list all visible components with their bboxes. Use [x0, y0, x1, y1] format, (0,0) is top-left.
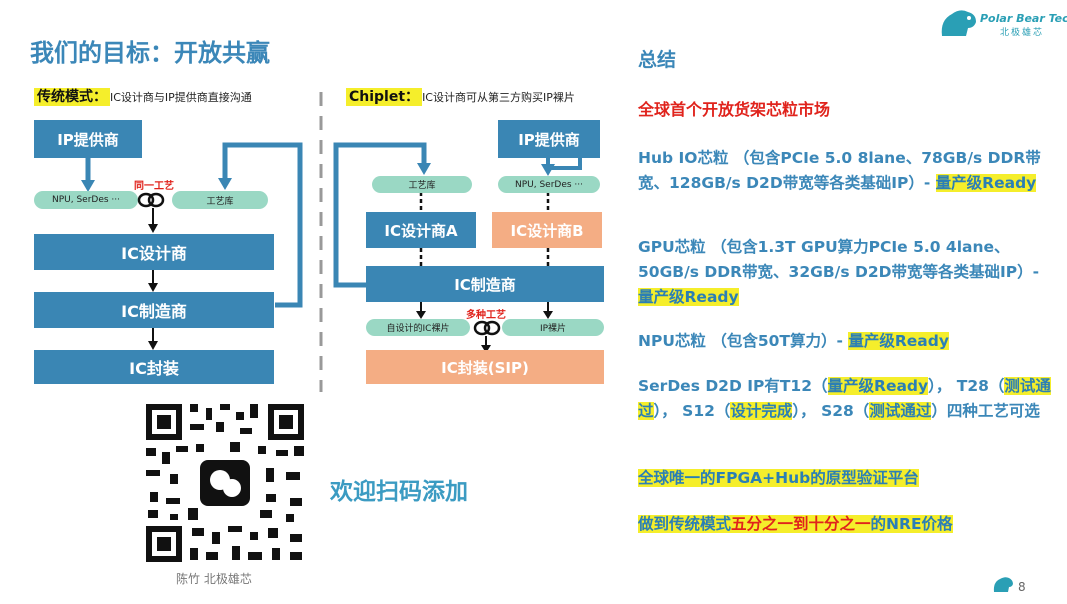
section-divider [319, 92, 323, 392]
qr-caption: 陈竹 北极雄芯 [176, 572, 252, 586]
nre-item: 做到传统模式五分之一到十分之一的NRE价格 [638, 515, 953, 533]
self-designed-die-pill: 自设计的IC裸片 [366, 319, 470, 336]
traditional-flow-arrows [81, 142, 303, 350]
ic-designer-a-box: IC设计商A [366, 212, 476, 248]
logo-text: Polar Bear Tech [980, 12, 1067, 25]
ic-manufacturer-box: IC制造商 [34, 292, 274, 328]
ic-designer-b-box: IC设计商B [492, 212, 602, 248]
gpu-item: GPU芯粒 （包含1.3T GPU算力PCIe 5.0 4lane、50GB/s… [638, 238, 1040, 306]
same-process-note: 同一工艺 [134, 181, 174, 192]
link-icon [137, 192, 165, 208]
qr-code[interactable] [140, 398, 310, 568]
summary-heading: 总结 [638, 49, 677, 71]
scan-welcome-text: 欢迎扫码添加 [330, 479, 468, 505]
chiplet-ip-pill: NPU, SerDes ··· [498, 176, 600, 193]
chiplet-ip-provider-box: IP提供商 [498, 120, 600, 158]
hub-io-item: Hub IO芯粒 （包含PCIe 5.0 8lane、78GB/s DDR带宽、… [638, 149, 1041, 192]
page-number: 8 [1018, 580, 1026, 594]
npu-item: NPU芯粒 （包含50T算力）- 量产级Ready [638, 332, 949, 350]
multiple-process-note: 多种工艺 [466, 310, 506, 321]
ic-packaging-box: IC封装 [34, 350, 274, 384]
polar-bear-logo-icon [938, 6, 978, 44]
ic-designer-box: IC设计商 [34, 234, 274, 270]
chiplet-process-library-pill: 工艺库 [372, 176, 472, 193]
chiplet-ic-manufacturer-box: IC制造商 [366, 266, 604, 302]
fpga-item: 全球唯一的FPGA+Hub的原型验证平台 [638, 469, 919, 487]
serdes-item: SerDes D2D IP有T12（量产级Ready）， T28（测试通过）， … [638, 377, 1051, 420]
ip-die-pill: IP裸片 [502, 319, 604, 336]
logo-subtext: 北极雄芯 [1000, 28, 1045, 38]
chiplet-flow-arrows [333, 142, 582, 353]
chiplet-mode-label: Chiplet：IC设计商可从第三方购买IP裸片 [346, 86, 575, 106]
page-title: 我们的目标：开放共赢 [30, 39, 270, 67]
sip-packaging-box: IC封装(SIP) [366, 350, 604, 384]
summary-headline: 全球首个开放货架芯粒市场 [638, 100, 831, 119]
ip-provider-box: IP提供商 [34, 120, 142, 158]
traditional-mode-label: 传统模式：IC设计商与IP提供商直接沟通 [34, 86, 252, 106]
chiplet-link-icon [473, 320, 501, 336]
process-library-pill: 工艺库 [172, 191, 268, 209]
footer-bear-icon [993, 577, 1013, 592]
ip-pill: NPU, SerDes ··· [34, 191, 138, 209]
